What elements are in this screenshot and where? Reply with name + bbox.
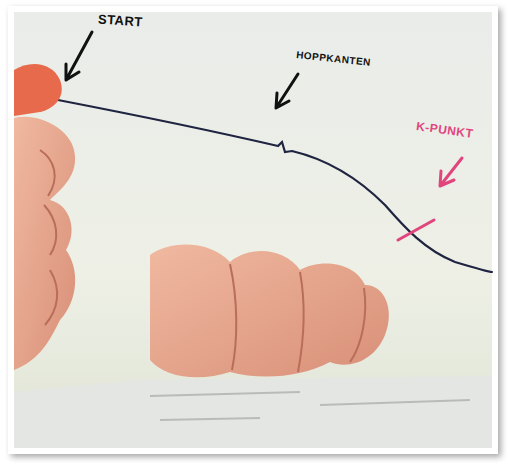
paper [14, 376, 492, 448]
start-arrow [66, 32, 92, 80]
fingertip [14, 64, 62, 116]
photo-frame [8, 6, 498, 454]
fist [150, 245, 389, 378]
left-hand [14, 117, 75, 370]
start-label: START [98, 12, 144, 28]
takeoff-arrow [276, 74, 298, 108]
screen [14, 12, 492, 448]
hill-profile [58, 100, 492, 272]
k-point-mark [398, 220, 434, 240]
finger-creases [40, 150, 57, 325]
k-point-arrow [440, 158, 462, 186]
paper-print [150, 392, 470, 420]
knuckle-lines [230, 264, 365, 372]
